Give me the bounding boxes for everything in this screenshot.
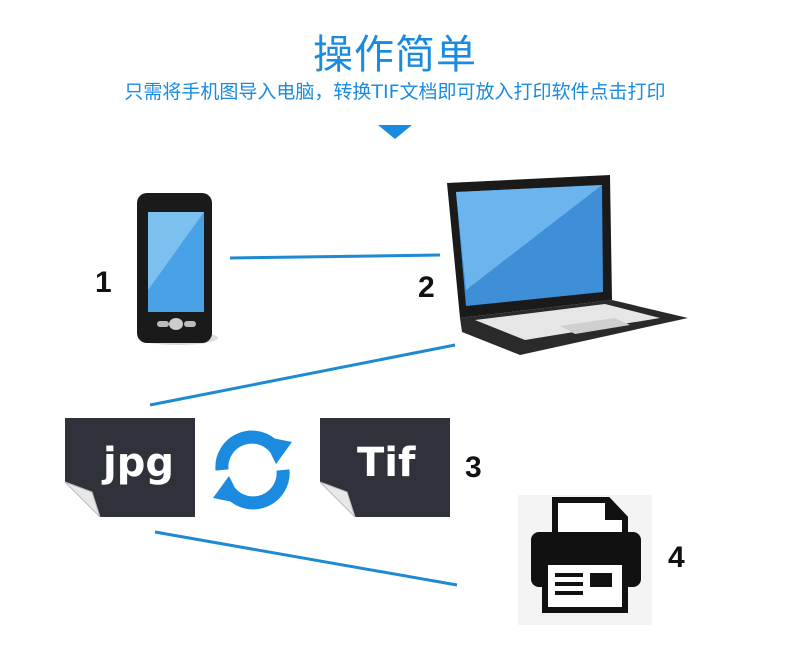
page-subtitle: 只需将手机图导入电脑，转换TIF文档即可放入打印软件点击打印 (124, 81, 666, 103)
tif-file-icon (319, 418, 450, 518)
step-number-3: 3 (465, 451, 482, 484)
tif-label: Tif (357, 440, 416, 486)
connector-line (154, 530, 458, 587)
step-number-4: 4 (668, 541, 685, 574)
connector-line (149, 343, 456, 407)
jpg-label: jpg (103, 440, 174, 486)
phone-icon (137, 193, 218, 345)
step-number-1: 1 (95, 266, 112, 299)
jpg-file-icon (64, 418, 195, 518)
page-title: 操作简单 (313, 32, 477, 78)
connector-line (229, 253, 441, 260)
down-triangle-icon (378, 125, 412, 139)
laptop-icon (447, 175, 688, 355)
printer-icon (518, 495, 652, 625)
step-number-2: 2 (418, 271, 435, 304)
